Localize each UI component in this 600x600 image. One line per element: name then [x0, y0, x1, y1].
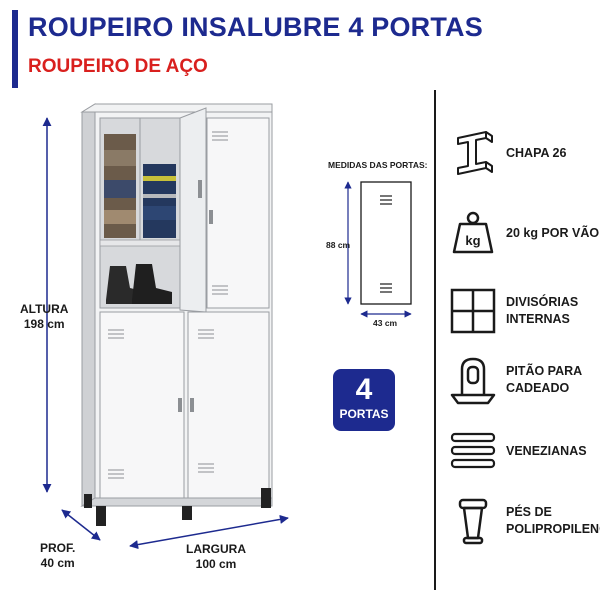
kg-text: kg	[465, 233, 480, 248]
door-measure-diagram	[344, 181, 412, 318]
feature-padlock: PITÃO PARA CADEADO	[448, 355, 598, 415]
feature-label: PÉS DE POLIPROPILENO	[506, 505, 600, 536]
depth-label: PROF. 40 cm	[40, 541, 75, 571]
feature-dividers: DIVISÓRIAS INTERNAS	[448, 286, 598, 346]
badge-label: PORTAS	[339, 407, 389, 421]
width-value: 100 cm	[195, 557, 237, 571]
weight-kg-icon: kg	[452, 211, 494, 254]
vertical-divider	[434, 90, 436, 590]
badge-number: 4	[355, 373, 373, 406]
feature-label: 20 kg POR VÃO	[506, 225, 600, 240]
height-label: ALTURA 198 cm	[20, 302, 68, 332]
feature-label: DIVISÓRIAS INTERNAS	[506, 295, 579, 326]
page-subtitle: ROUPEIRO DE AÇO	[28, 56, 208, 77]
depth-dimension-line	[61, 509, 101, 541]
feature-feet: PÉS DE POLIPROPILENO	[448, 496, 600, 556]
page-title: ROUPEIRO INSALUBRE 4 PORTAS	[28, 12, 483, 42]
height-label-text: ALTURA	[20, 302, 69, 316]
vent-bottom-right	[198, 329, 214, 473]
height-value: 198 cm	[23, 317, 65, 331]
door-width-label: 43 cm	[373, 318, 398, 328]
internal-dividers-icon	[450, 288, 496, 334]
width-dimension-line	[129, 514, 289, 550]
depth-label-text: PROF.	[40, 541, 76, 555]
feature-label: PITÃO PARA CADEADO	[506, 364, 583, 395]
feature-vents: VENEZIANAS	[448, 426, 598, 486]
feature-label: VENEZIANAS	[506, 443, 587, 458]
title-accent-bar	[12, 10, 18, 88]
vent-top-right	[212, 131, 228, 295]
vents-icon	[450, 432, 496, 469]
padlock-hasp-icon	[450, 357, 496, 405]
width-label: LARGURA 100 cm	[186, 542, 246, 572]
width-label-text: LARGURA	[186, 542, 246, 556]
door-measures-title: MEDIDAS DAS PORTAS:	[328, 160, 428, 170]
polypropylene-foot-icon	[458, 498, 488, 545]
feature-chapa: CHAPA 26	[448, 128, 598, 188]
locker-body	[80, 103, 273, 526]
steel-beam-icon	[457, 131, 493, 175]
feature-label: CHAPA 26	[506, 145, 567, 160]
door-height-label: 88 cm	[326, 240, 351, 250]
depth-value: 40 cm	[40, 556, 75, 570]
vent-bottom-left	[108, 329, 124, 479]
feature-weight: kg 20 kg POR VÃO	[448, 208, 600, 268]
doors-count-badge: 4 PORTAS	[333, 369, 395, 431]
